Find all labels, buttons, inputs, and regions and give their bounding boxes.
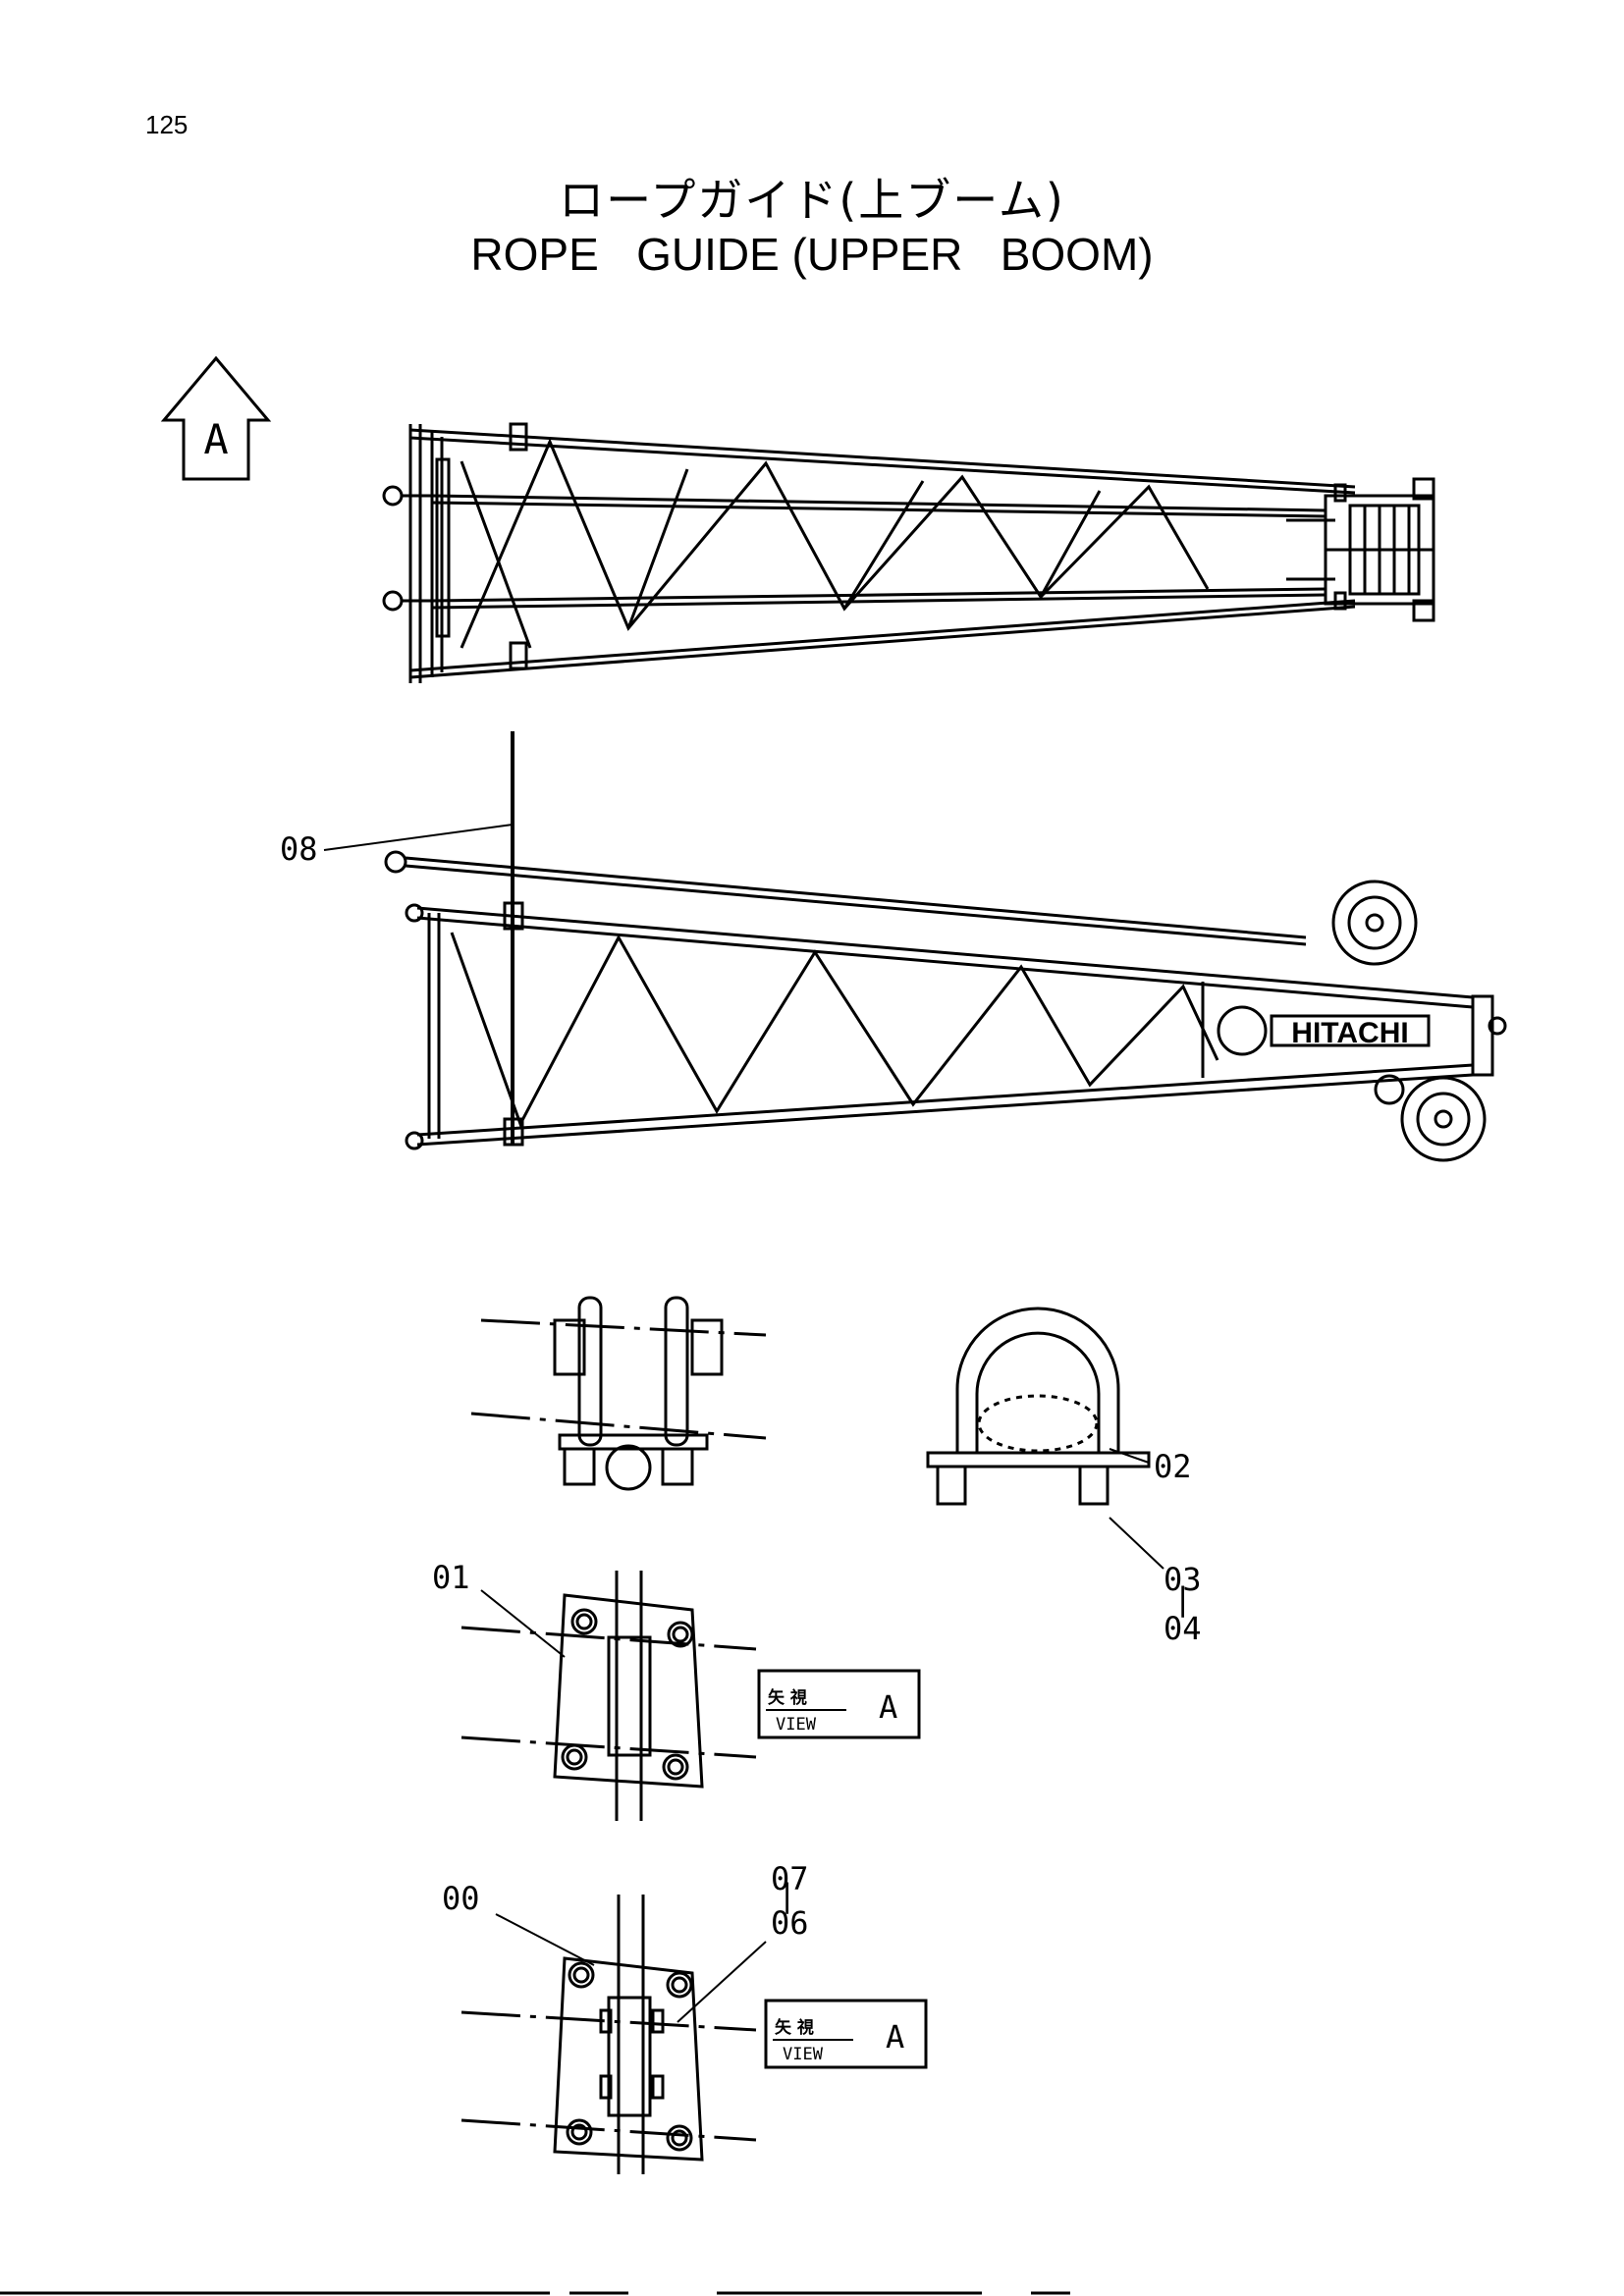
callout-04: 04 bbox=[1164, 1610, 1202, 1647]
leader-line-01 bbox=[480, 1589, 566, 1658]
view-label-1-letter: A bbox=[879, 1688, 897, 1726]
clamp-detail-side bbox=[470, 1296, 767, 1491]
leader-line-02 bbox=[1109, 1448, 1150, 1464]
callout-07: 07 bbox=[771, 1860, 809, 1897]
view-label-1-en: VIEW bbox=[776, 1715, 817, 1735]
leader-line-00 bbox=[495, 1913, 595, 1966]
callout-08: 08 bbox=[280, 830, 318, 868]
hitachi-logo: HITACHI bbox=[1291, 1017, 1408, 1049]
page-number: 125 bbox=[145, 110, 189, 139]
callout-02: 02 bbox=[1154, 1448, 1192, 1485]
view-label-1-jp: 矢 視 bbox=[768, 1687, 807, 1708]
callout-dash-07-06: | bbox=[778, 1877, 796, 1914]
view-label-2-en: VIEW bbox=[783, 2045, 824, 2064]
callout-03: 03 bbox=[1164, 1561, 1202, 1598]
view-label-2-letter: A bbox=[886, 2018, 904, 2056]
page-title-japanese: ロープガイド(上ブーム) bbox=[559, 174, 1065, 227]
page-title-english: ROPE GUIDE (UPPER BOOM) bbox=[470, 229, 1154, 280]
boom-top-view bbox=[382, 422, 1435, 683]
callout-00: 00 bbox=[442, 1880, 480, 1917]
u-bolt-detail bbox=[926, 1307, 1151, 1506]
plate-detail-01 bbox=[460, 1571, 757, 1821]
leader-line-03 bbox=[1109, 1517, 1164, 1570]
view-arrow-letter: A bbox=[203, 415, 228, 463]
view-label-2-jp: 矢 視 bbox=[775, 2017, 814, 2038]
callout-01: 01 bbox=[432, 1559, 470, 1596]
view-a-label-1 bbox=[757, 1669, 921, 1739]
leader-line-06 bbox=[677, 1941, 767, 2023]
plate-detail-00 bbox=[460, 1895, 757, 2174]
view-arrow-a: A bbox=[160, 355, 272, 481]
callout-06: 06 bbox=[771, 1904, 809, 1942]
boom-side-view: HITACHI bbox=[384, 731, 1507, 1162]
leader-line-08 bbox=[323, 824, 514, 851]
callout-dash-03-04: | bbox=[1173, 1580, 1192, 1618]
view-a-label-2 bbox=[764, 1999, 928, 2069]
